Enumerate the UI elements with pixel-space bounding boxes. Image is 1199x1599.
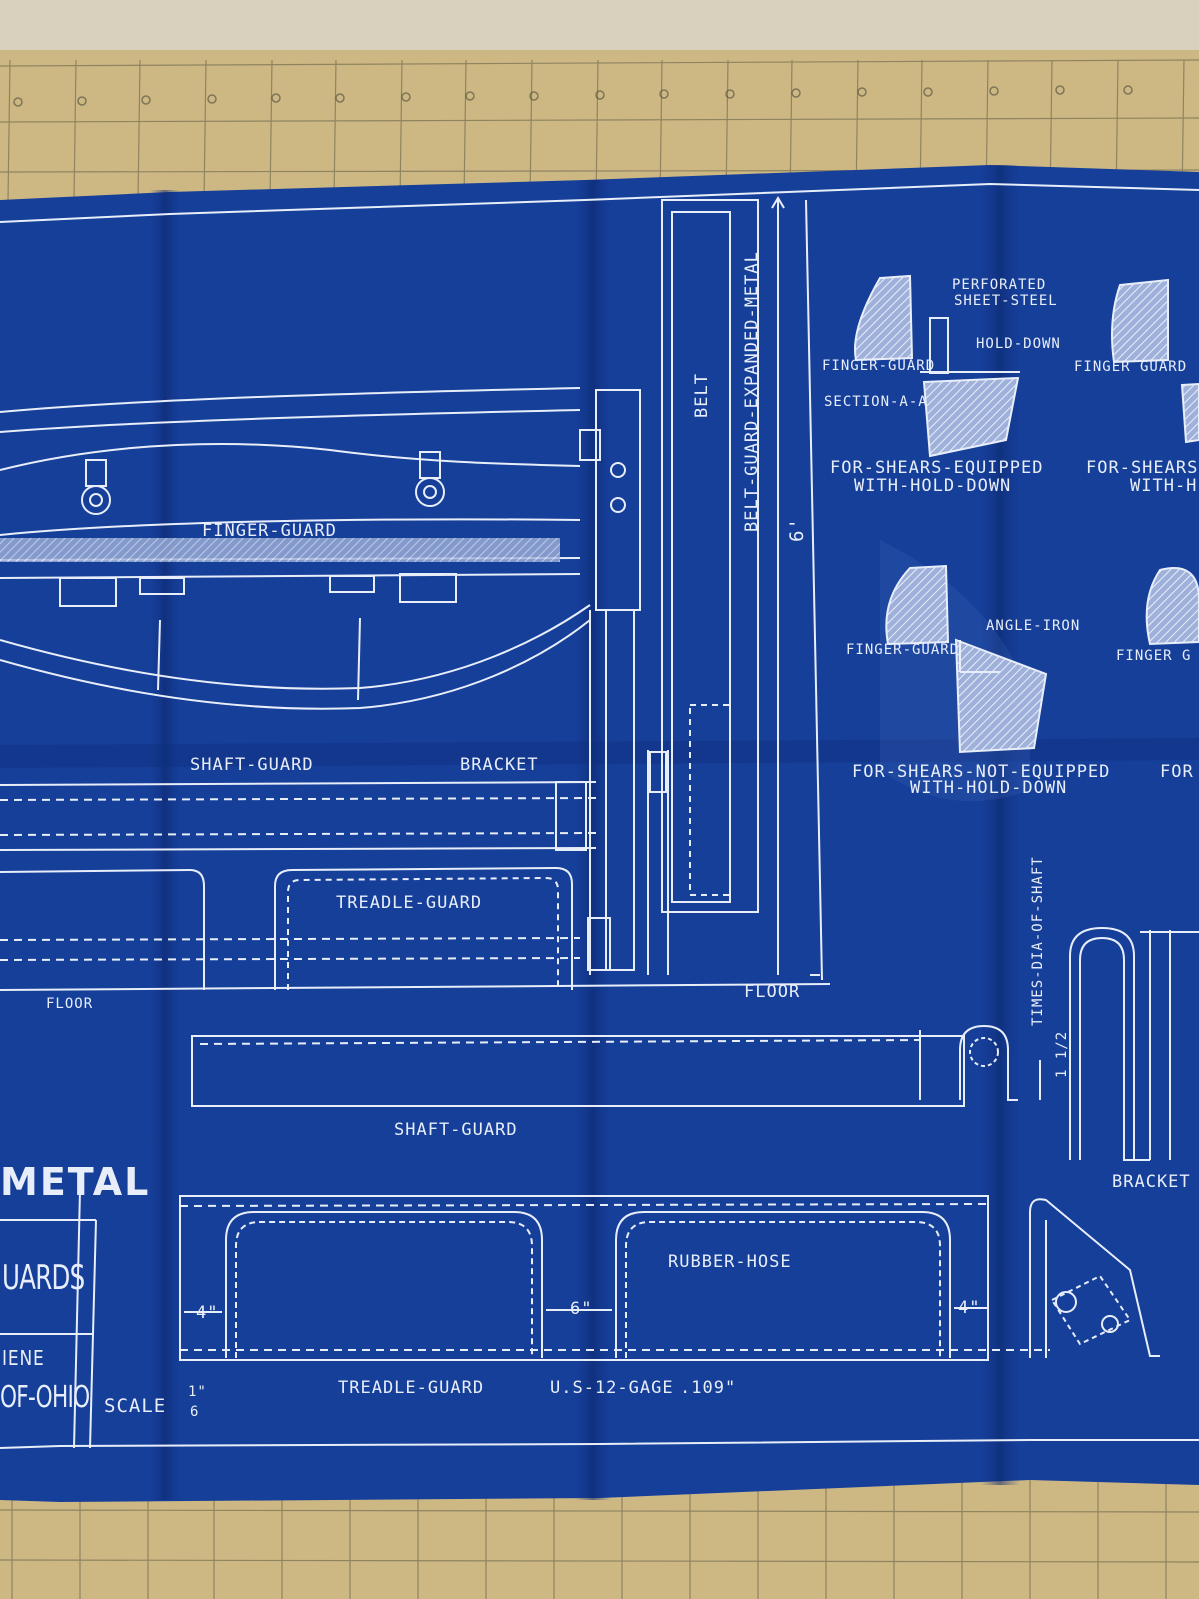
scale-numerator: 1" — [188, 1384, 207, 1400]
label-equipped-cut-1: FOR-SHEARS- — [1086, 458, 1199, 478]
title-metal: METAL — [0, 1160, 151, 1204]
label-finger-guard-main: FINGER-GUARD — [202, 521, 337, 541]
label-floor-right: FLOOR — [744, 982, 801, 1002]
label-belt-guard: BELT-GUARD-EXPANDED-METAL — [742, 251, 762, 532]
label-bracket-bottom: BRACKET — [1112, 1172, 1191, 1192]
dim-4-left: 4" — [196, 1303, 219, 1323]
mat-ruler-holes — [13, 85, 1133, 107]
label-finger-guard-s2b: FINGER G — [1116, 648, 1192, 664]
label-rubber-hose: RUBBER-HOSE — [668, 1252, 792, 1272]
fold-shadow-horizontal — [0, 738, 1199, 768]
finger-guard-perforated — [0, 538, 560, 562]
scale-label: SCALE — [104, 1395, 167, 1417]
title-block — [0, 1219, 97, 1449]
label-sheet-steel: SHEET-STEEL — [954, 293, 1058, 309]
label-floor-left: FLOOR — [46, 996, 94, 1012]
label-hold-down: HOLD-DOWN — [976, 336, 1061, 352]
label-perforated: PERFORATED — [952, 277, 1047, 293]
shaft-guard-drawing-bottom — [191, 926, 1199, 1161]
label-section-a: SECTION-A-A — [824, 394, 928, 410]
label-not-equipped-2: WITH-HOLD-DOWN — [910, 778, 1068, 798]
dim-6: 6" — [570, 1299, 593, 1319]
section-sketches — [854, 274, 1199, 754]
label-finger-guard-s1: FINGER-GUARD — [822, 358, 936, 374]
label-belt-height: 6' — [786, 517, 808, 542]
fold-shadow-3 — [980, 165, 1020, 1485]
label-bracket-top: BRACKET — [460, 755, 539, 775]
scale-denominator: 6 — [190, 1404, 200, 1420]
label-gage-value: .109" — [680, 1378, 737, 1398]
blueprint-border — [0, 182, 1199, 1449]
label-equipped-1: FOR-SHEARS-EQUIPPED — [830, 458, 1044, 478]
label-shaft-guard-top: SHAFT-GUARD — [190, 755, 314, 775]
title-block-line3: OF-OHIO — [0, 1380, 90, 1415]
belt-guard-drawing — [661, 196, 823, 981]
label-angle-iron: ANGLE-IRON — [986, 618, 1081, 634]
label-times-dia: TIMES-DIA-OF-SHAFT — [1030, 856, 1046, 1026]
fold-shadow-1 — [150, 190, 180, 1500]
label-finger-guard-s2: FINGER-GUARD — [846, 642, 960, 658]
label-not-equipped-cut: FOR — [1160, 762, 1194, 782]
label-gage: U.S-12-GAGE — [550, 1378, 674, 1398]
label-treadle-guard-bottom: TREADLE-GUARD — [338, 1378, 485, 1398]
label-times-frac: 1 1/2 — [1054, 1030, 1070, 1078]
title-block-line2: IENE — [2, 1346, 45, 1370]
title-block-line1: UARDS — [2, 1258, 85, 1298]
label-treadle-guard-top: TREADLE-GUARD — [336, 893, 483, 913]
label-shaft-guard-bottom: SHAFT-GUARD — [394, 1120, 518, 1140]
label-finger-guard-s1b: FINGER GUARD — [1074, 359, 1188, 375]
label-not-equipped-1: FOR-SHEARS-NOT-EQUIPPED — [852, 762, 1111, 782]
treadle-guard-drawing-bottom — [179, 1195, 1160, 1361]
label-belt: BELT — [692, 373, 712, 418]
dim-4-right: 4" — [958, 1298, 981, 1318]
shaft-treadle-drawing-top — [0, 750, 831, 991]
label-equipped-cut-2: WITH-H — [1130, 476, 1198, 496]
label-equipped-2: WITH-HOLD-DOWN — [854, 476, 1012, 496]
